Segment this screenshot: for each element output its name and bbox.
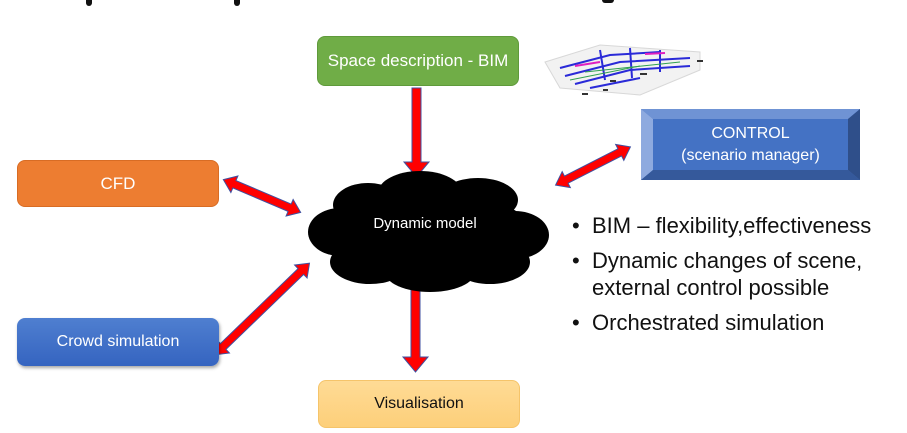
bullet-text: BIM – flexibility,effectiveness	[592, 213, 872, 238]
bullet-icon: •	[572, 213, 580, 238]
bim-node[interactable]: Space description - BIM	[317, 36, 519, 86]
bullet-list: • BIM – flexibility,effectiveness • Dyna…	[570, 212, 907, 344]
cfd-node[interactable]: CFD	[17, 160, 219, 207]
bullet-icon: •	[572, 248, 580, 273]
control-node[interactable]: CONTROL (scenario manager)	[641, 109, 860, 180]
title-fragment	[86, 0, 92, 6]
arrow-bim-to-model	[402, 87, 431, 178]
bullet-icon: •	[572, 310, 580, 335]
bim-node-label: Space description - BIM	[327, 51, 509, 70]
bullet-item: • Orchestrated simulation	[570, 309, 907, 336]
control-subtitle: (scenario manager)	[681, 146, 820, 164]
bullet-item: • BIM – flexibility,effectiveness	[570, 212, 907, 239]
dynamic-model-label: Dynamic model	[373, 215, 477, 232]
bullet-text: Dynamic changes of scene, external contr…	[592, 248, 863, 300]
title-fragment	[602, 0, 614, 3]
bim-model-image	[544, 44, 703, 96]
arrow-control-model	[554, 143, 632, 189]
control-title: CONTROL	[711, 124, 790, 142]
arrow-model-to-visualisation	[401, 287, 430, 373]
crowd-simulation-node[interactable]: Crowd simulation	[17, 318, 219, 366]
bullet-text: Orchestrated simulation	[592, 310, 825, 335]
cfd-node-label: CFD	[100, 173, 136, 193]
crowd-simulation-label: Crowd simulation	[56, 333, 180, 350]
title-fragment	[234, 0, 240, 6]
bullet-item: • Dynamic changes of scene, external con…	[570, 247, 892, 301]
arrow-crowd-model	[213, 262, 311, 356]
visualisation-node[interactable]: Visualisation	[318, 380, 520, 428]
dynamic-model-cloud[interactable]	[308, 171, 549, 292]
visualisation-label: Visualisation	[374, 395, 464, 412]
arrow-cfd-model	[222, 175, 302, 217]
